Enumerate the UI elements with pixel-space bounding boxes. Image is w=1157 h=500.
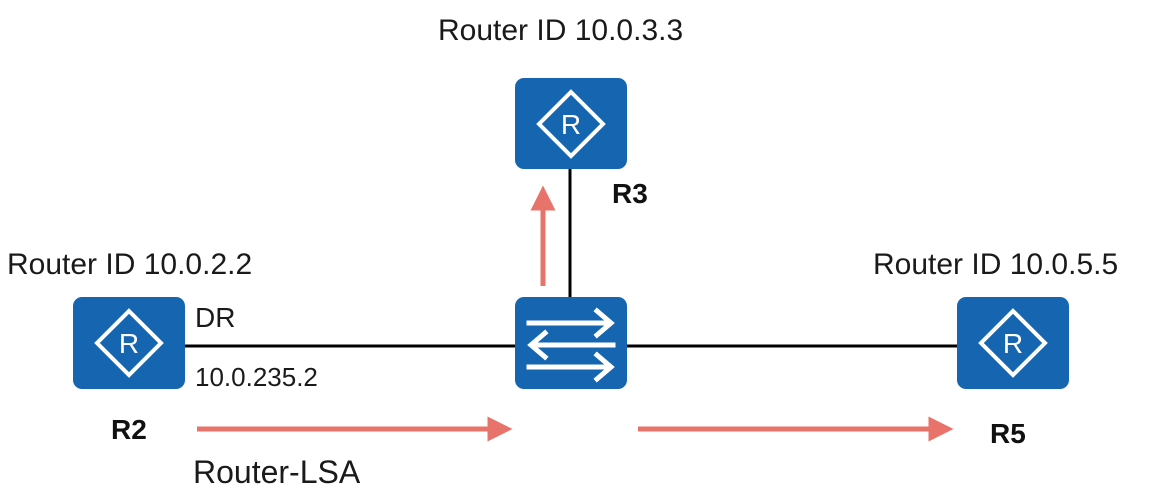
router-icon-letter: R <box>561 109 581 140</box>
r5-router-id-label: Router ID 10.0.5.5 <box>873 248 1119 281</box>
r3-name: R3 <box>612 178 648 209</box>
r2-router-id-label: Router ID 10.0.2.2 <box>7 248 253 281</box>
switch[interactable] <box>515 297 627 389</box>
router-icon-letter: R <box>1003 328 1023 359</box>
router-icon: R <box>94 308 164 378</box>
r2-role-label: DR <box>195 302 236 333</box>
r2-name: R2 <box>111 414 147 445</box>
router-r3[interactable]: R <box>515 78 627 169</box>
router-icon-letter: R <box>119 328 139 359</box>
router-r2[interactable]: R <box>73 297 185 389</box>
flow-label: Router-LSA <box>193 454 361 490</box>
router-r5[interactable]: R <box>957 297 1069 389</box>
router-icon: R <box>536 89 606 159</box>
r2-interface-ip: 10.0.235.2 <box>195 362 318 392</box>
r5-name: R5 <box>990 418 1026 449</box>
switch-arrows-icon <box>526 307 616 383</box>
r3-router-id-label: Router ID 10.0.3.3 <box>438 14 684 47</box>
router-icon: R <box>978 308 1048 378</box>
